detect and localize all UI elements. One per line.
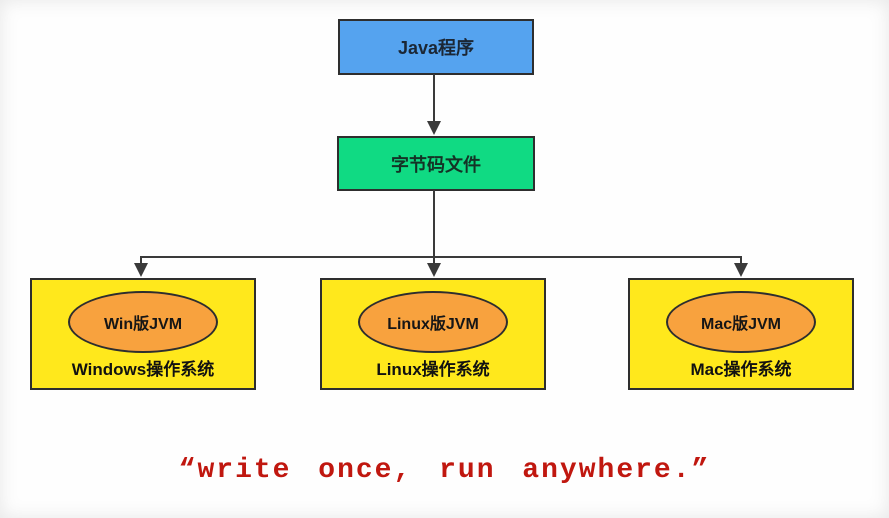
windows-jvm-ellipse: Win版JVM [68, 291, 218, 353]
connector-drop-left [140, 256, 142, 267]
connector-branch-horizontal [140, 256, 742, 258]
linux-jvm-ellipse: Linux版JVM [358, 291, 508, 353]
java-program-node: Java程序 [338, 19, 534, 75]
mac-jvm-ellipse: Mac版JVM [666, 291, 816, 353]
linux-jvm-label: Linux版JVM [387, 316, 479, 333]
windows-os-label: Windows操作系统 [71, 360, 215, 379]
mac-os-label: Mac操作系统 [690, 360, 792, 379]
arrowhead-down-icon [734, 263, 748, 277]
bytecode-file-label: 字节码文件 [391, 154, 481, 175]
linux-platform-node: Linux版JVM Linux操作系统 [320, 278, 546, 390]
bytecode-file-node: 字节码文件 [337, 136, 535, 191]
arrowhead-down-icon [427, 121, 441, 135]
mac-jvm-label: Mac版JVM [700, 316, 782, 333]
linux-os-label: Linux操作系统 [376, 360, 490, 379]
connector-bytecode-trunk [433, 190, 435, 268]
arrowhead-down-icon [134, 263, 148, 277]
arrowhead-down-icon [427, 263, 441, 277]
java-program-label: Java程序 [397, 38, 475, 58]
connector-java-to-bytecode [433, 74, 435, 124]
windows-platform-node: Win版JVM Windows操作系统 [30, 278, 256, 390]
mac-platform-node: Mac版JVM Mac操作系统 [628, 278, 854, 390]
windows-jvm-label: Win版JVM [103, 316, 183, 333]
write-once-run-anywhere-caption: “write once, run anywhere.” [178, 455, 711, 486]
connector-drop-right [740, 256, 742, 267]
